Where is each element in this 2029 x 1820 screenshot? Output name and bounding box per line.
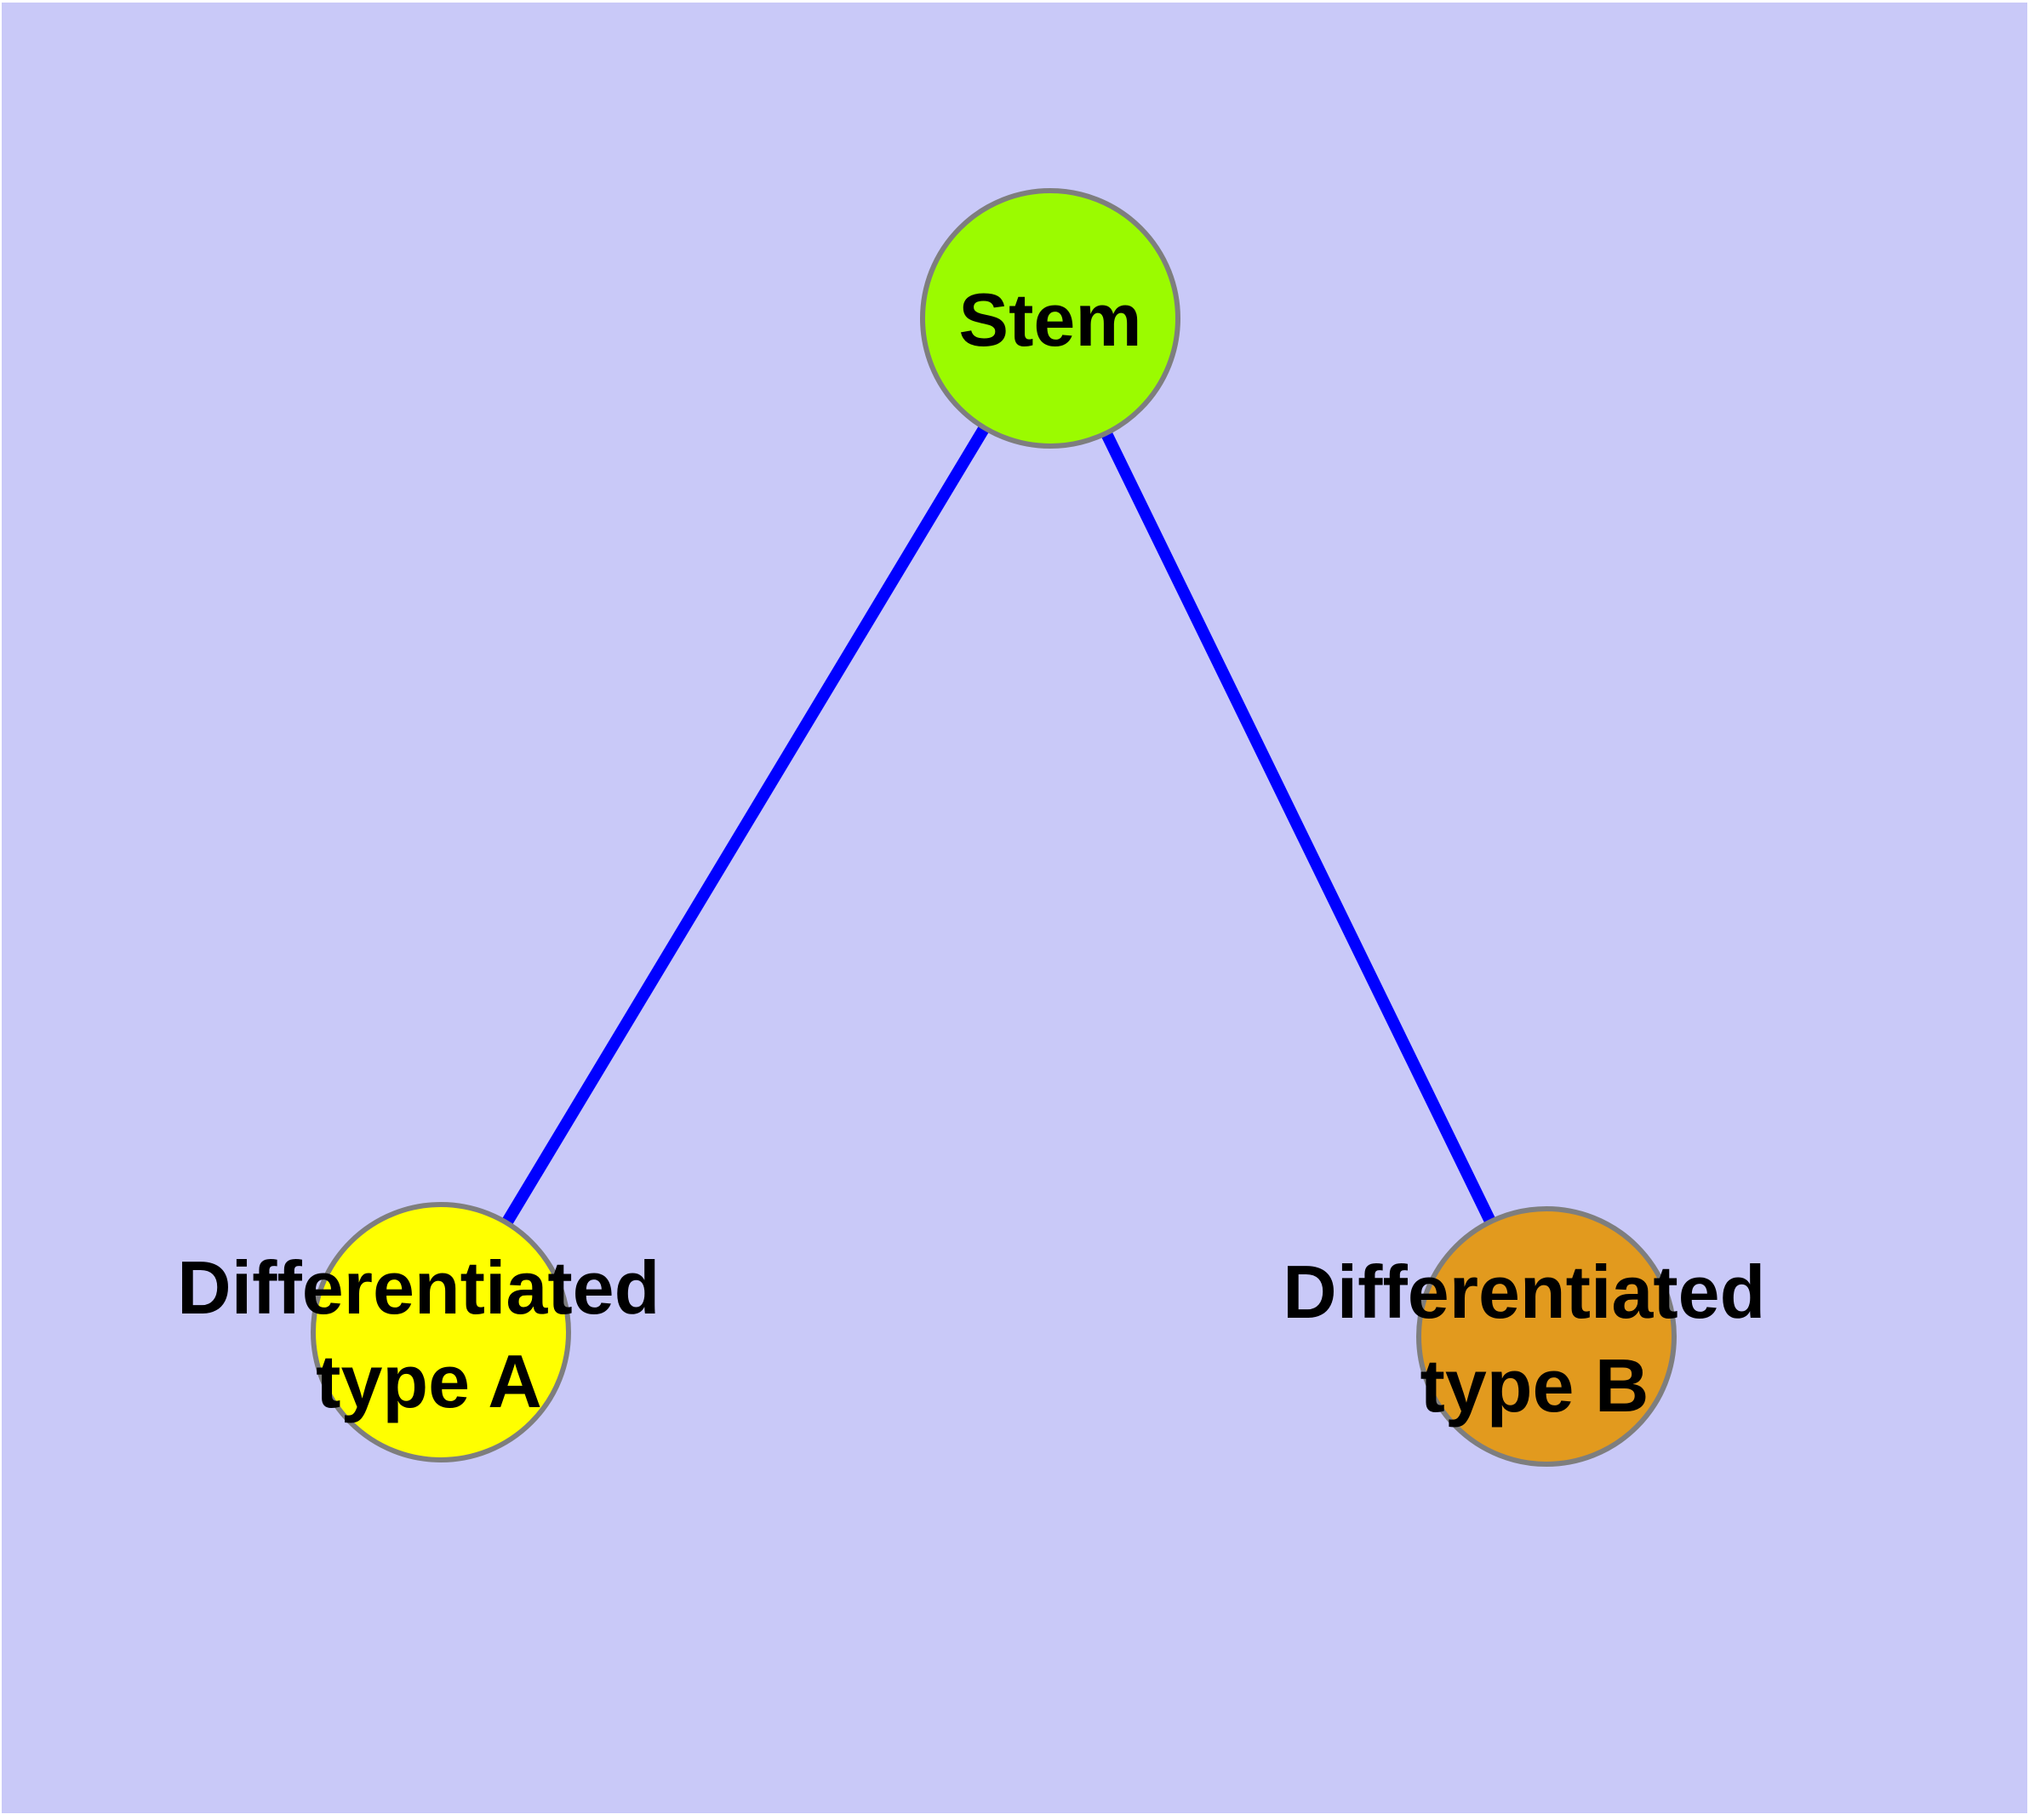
edge-stem-to-type-b: [1044, 315, 1552, 1340]
node-type-b-label: Differentiated type B: [1283, 1250, 1786, 1428]
node-stem-circle: [920, 188, 1180, 449]
node-type-a-circle: [311, 1202, 571, 1462]
node-type-a-label-line2: type A: [316, 1339, 542, 1423]
edge-stem-to-type-a: [436, 315, 1055, 1336]
node-type-a-label-line1: Differentiated: [177, 1245, 660, 1330]
node-type-b-label-line2: type B: [1420, 1343, 1649, 1428]
node-type-b-label-line1: Differentiated: [1283, 1250, 1765, 1334]
node-type-b-circle: [1416, 1206, 1677, 1467]
node-type-a-label: Differentiated type A: [177, 1245, 681, 1423]
node-stem-label: Stem: [958, 278, 1141, 362]
